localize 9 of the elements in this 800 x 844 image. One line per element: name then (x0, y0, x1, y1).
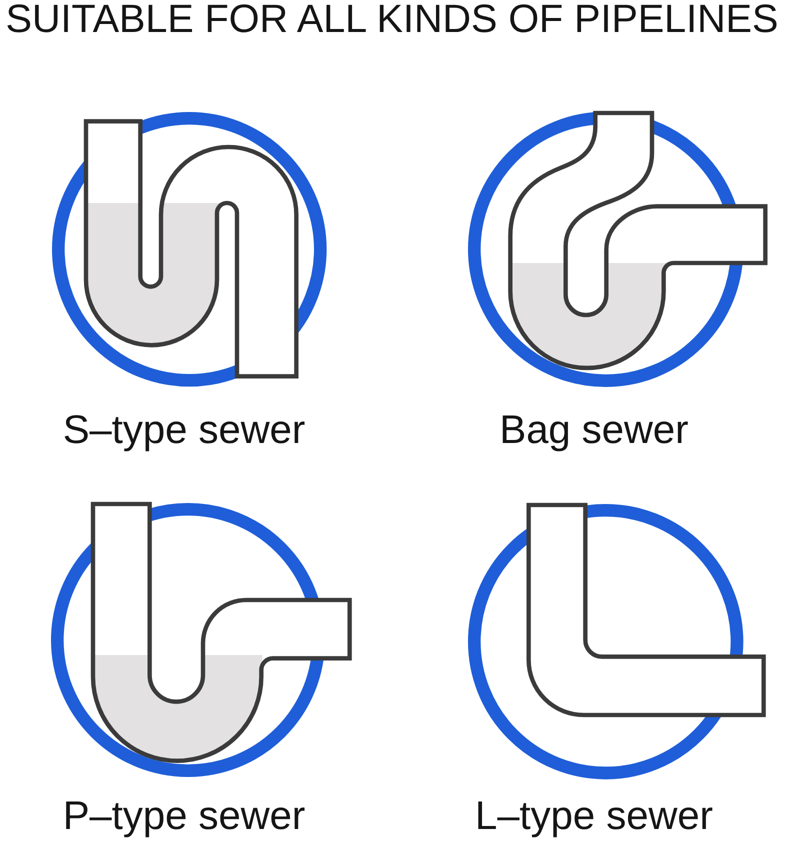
node-label: P–type sewer (62, 796, 306, 836)
l-pipe-drawing (468, 503, 766, 780)
s-trap-drawing (52, 112, 326, 387)
node-label: L–type sewer (475, 796, 713, 836)
node-label: Bag sewer (500, 410, 688, 450)
node-label: S–type sewer (62, 410, 306, 450)
p-trap-drawing (51, 502, 352, 777)
bag-trap-drawing (468, 111, 767, 388)
title: SUITABLE FOR ALL KINDS OF PIPELINES (6, 0, 778, 40)
